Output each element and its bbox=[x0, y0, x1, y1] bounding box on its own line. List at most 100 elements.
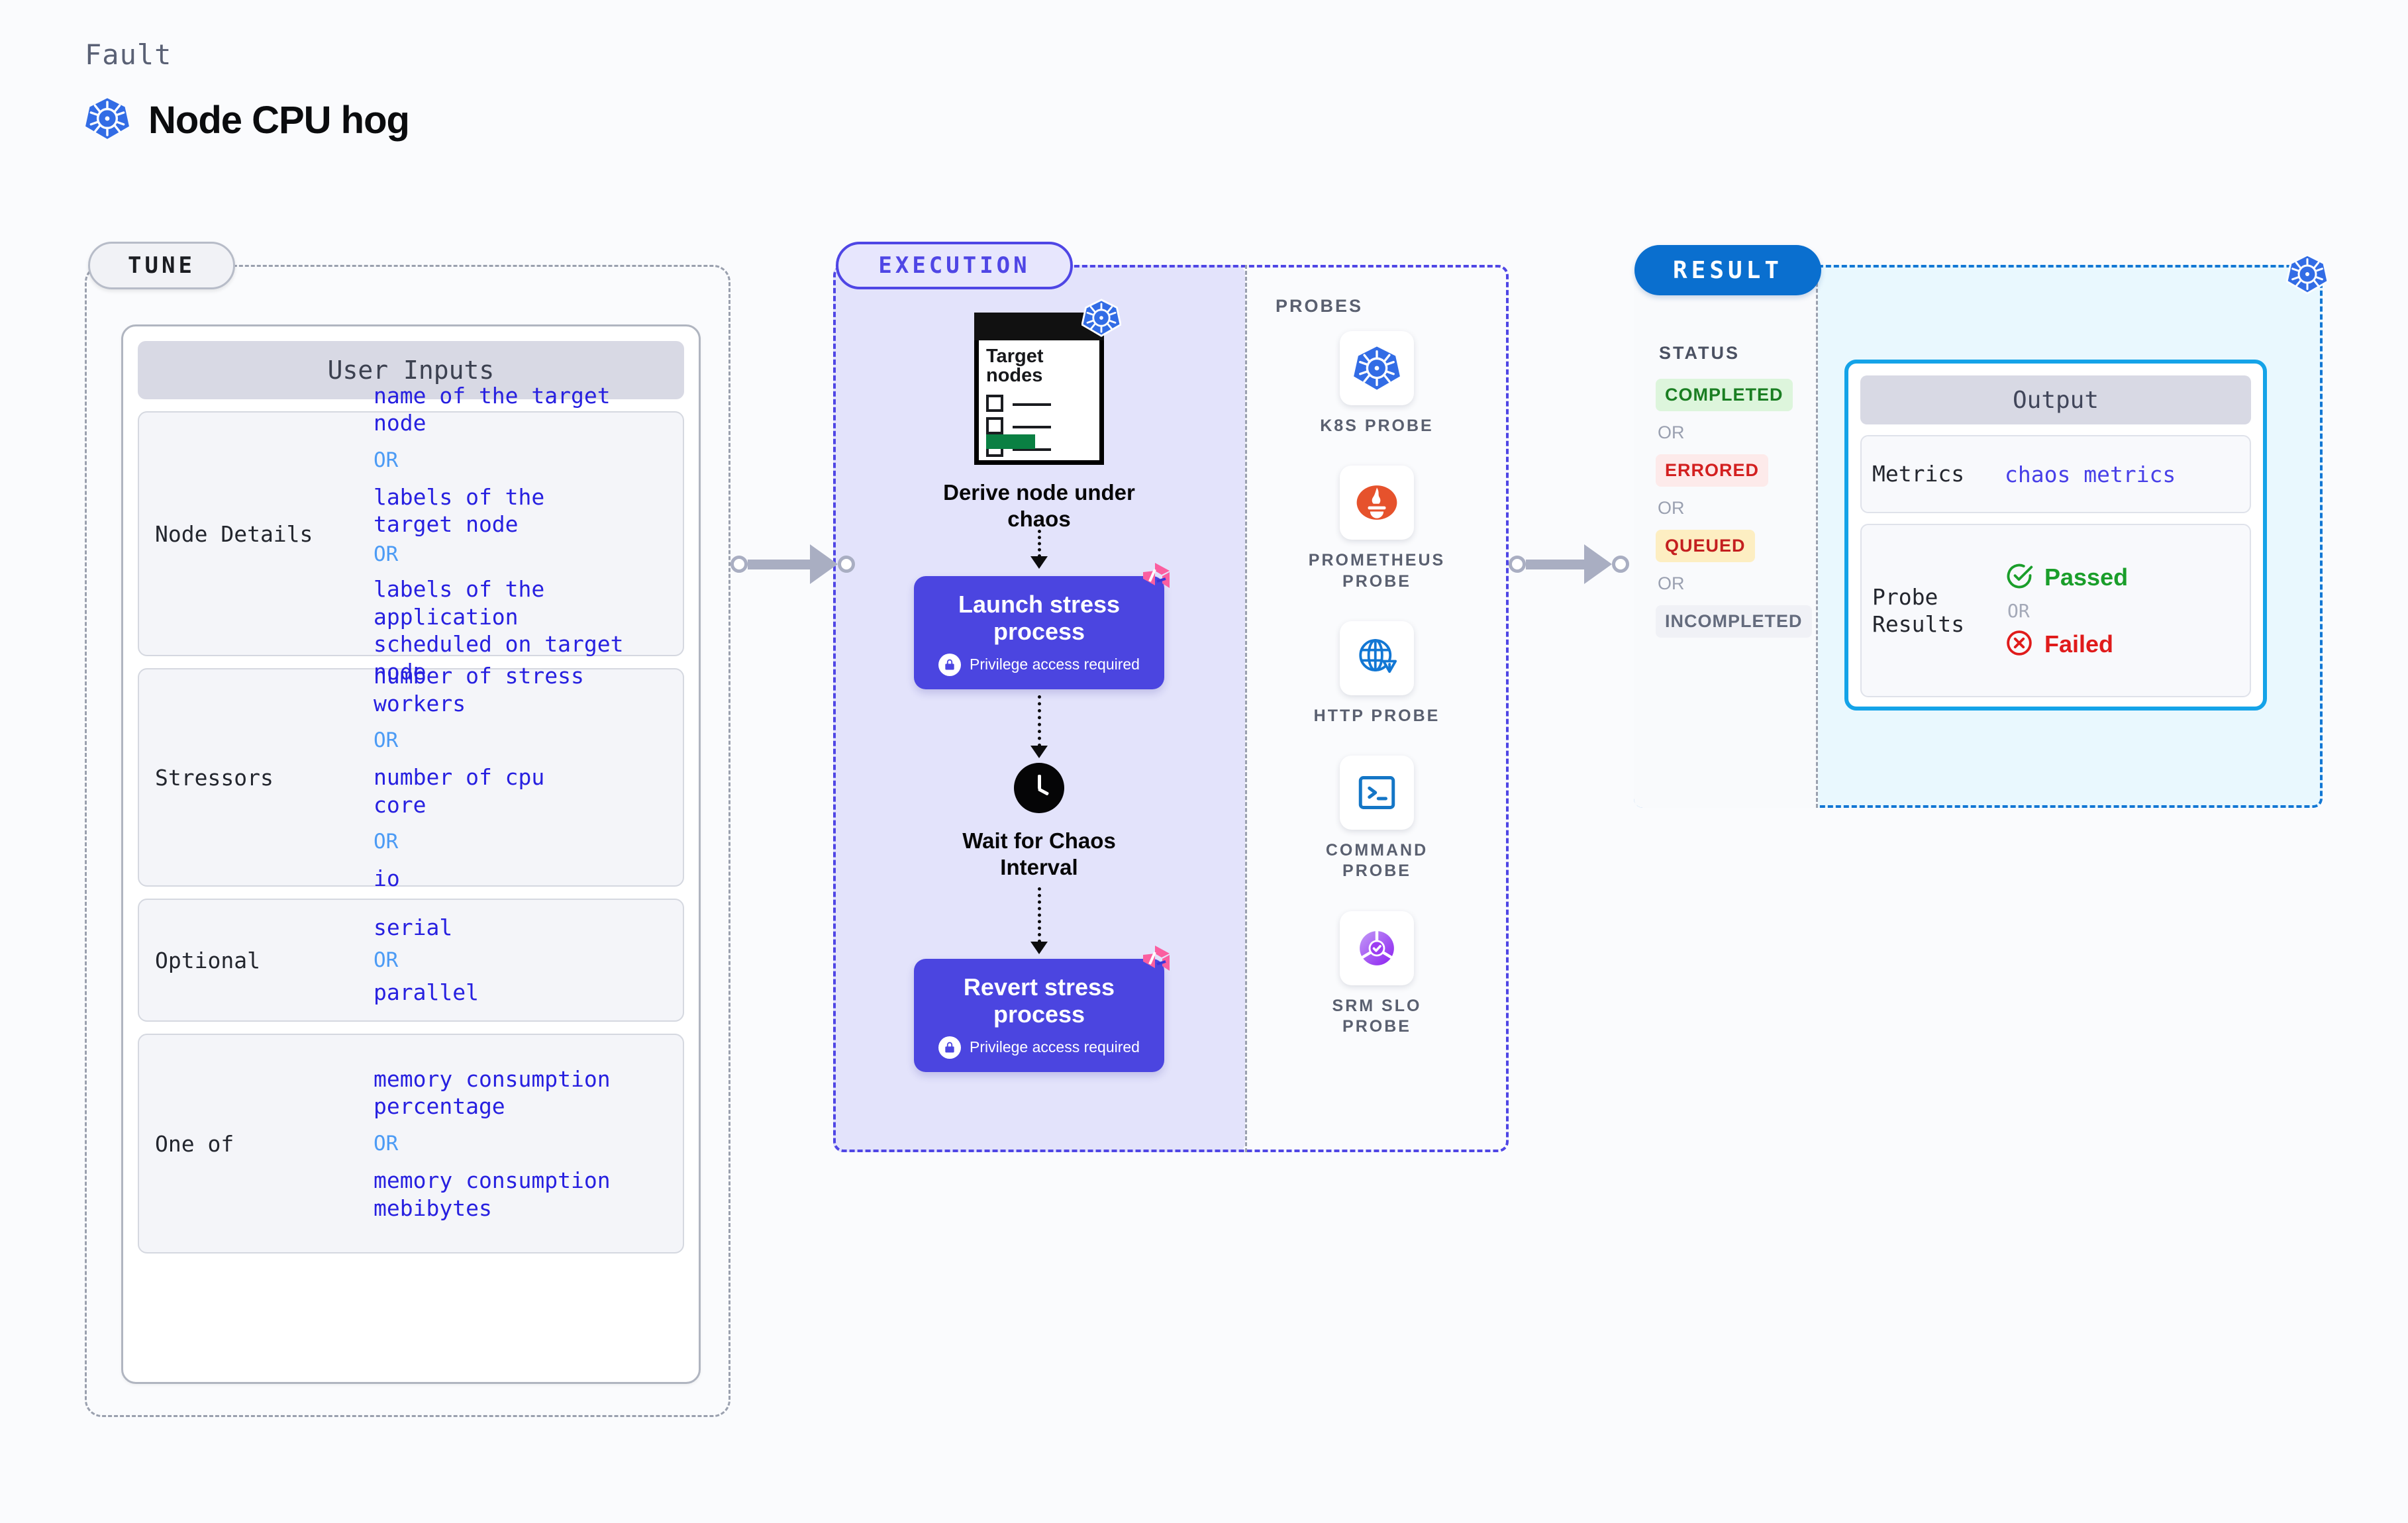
connector-bar bbox=[1526, 559, 1585, 569]
metrics-link[interactable]: chaos metrics bbox=[2005, 461, 2176, 487]
flow-arrow bbox=[833, 530, 1245, 569]
connector-dot bbox=[730, 556, 748, 573]
probe-command[interactable]: COMMAND PROBE bbox=[1326, 756, 1428, 882]
user-input-row: Optional serial OR parallel bbox=[138, 899, 684, 1022]
probe-result-separator: OR bbox=[2007, 599, 2030, 622]
probe-label: SRM SLO PROBE bbox=[1332, 996, 1422, 1036]
row-value: number of stress workers bbox=[374, 663, 584, 716]
probe-label: K8S PROBE bbox=[1320, 417, 1434, 435]
status-badge: COMPLETED bbox=[1656, 379, 1793, 411]
flow-step-derive-node: Target nodes Derive node under chaos bbox=[833, 299, 1245, 533]
row-label: One of bbox=[155, 1130, 234, 1157]
lock-icon bbox=[938, 1036, 962, 1059]
row-value: serial bbox=[374, 914, 453, 941]
status-separator: OR bbox=[1658, 498, 1685, 518]
row-value: name of the target node bbox=[374, 382, 611, 436]
lock-icon bbox=[938, 653, 962, 676]
probes-list: K8S PROBE PROMETHEUS PROBE HTTP PROBE bbox=[1245, 331, 1509, 1037]
row-value: parallel bbox=[374, 979, 479, 1005]
row-label: Stressors bbox=[155, 764, 274, 791]
globe-warning-icon bbox=[1339, 620, 1414, 695]
flow-step-wait-interval: Wait for Chaos Interval bbox=[833, 763, 1245, 881]
flow-arrow bbox=[833, 695, 1245, 758]
fault-title-row: Node CPU hog bbox=[85, 96, 410, 144]
node-note: Privilege access required bbox=[970, 1038, 1140, 1056]
row-separator: OR bbox=[374, 948, 399, 972]
litmus-icon bbox=[1135, 562, 1175, 603]
kubernetes-icon bbox=[1339, 331, 1414, 405]
status-list: COMPLETED OR ERRORED OR QUEUED OR INCOMP… bbox=[1656, 379, 1812, 638]
probe-label: HTTP PROBE bbox=[1313, 706, 1440, 725]
doc-title: Target nodes bbox=[986, 346, 1044, 386]
probe-result-passed: Passed bbox=[2005, 562, 2239, 593]
probe-label: COMMAND PROBE bbox=[1325, 841, 1429, 881]
row-label: Node Details bbox=[155, 520, 313, 547]
row-label: Metrics bbox=[1872, 461, 1965, 487]
passed-label: Passed bbox=[2044, 563, 2129, 591]
status-badge: QUEUED bbox=[1656, 530, 1755, 562]
row-value: number of cpu core bbox=[374, 764, 545, 818]
status-badge: INCOMPLETED bbox=[1656, 605, 1812, 638]
output-row-probe-results: Probe Results Passed OR Failed bbox=[1860, 524, 2251, 697]
litmus-icon bbox=[1135, 944, 1175, 985]
output-header: Output bbox=[1860, 375, 2251, 424]
clock-icon bbox=[1014, 763, 1064, 813]
page-header: Fault Node CPU hog bbox=[85, 38, 410, 144]
connector-arrow bbox=[810, 544, 838, 584]
check-circle-icon bbox=[2005, 562, 2034, 593]
connector-tune-to-execution bbox=[730, 544, 855, 584]
user-input-row: Node Details name of the target node OR … bbox=[138, 383, 684, 685]
probe-k8s[interactable]: K8S PROBE bbox=[1320, 331, 1433, 436]
launch-stress-process-node[interactable]: Launch stress process Privilege access r… bbox=[914, 563, 1170, 689]
page-title: Node CPU hog bbox=[148, 98, 410, 142]
user-input-row: Stressors number of stress workers OR nu… bbox=[138, 663, 684, 891]
connector-bar bbox=[748, 559, 811, 569]
probes-title: PROBES bbox=[1276, 296, 1364, 316]
row-label: Probe Results bbox=[1872, 583, 1965, 637]
execution-badge: EXECUTION bbox=[836, 242, 1073, 289]
user-input-row: One of memory consumption percentage OR … bbox=[138, 1034, 684, 1253]
row-separator: OR bbox=[374, 830, 399, 854]
row-value: labels of the application scheduled on t… bbox=[374, 576, 624, 685]
tune-badge: TUNE bbox=[88, 242, 235, 289]
node-title: Launch stress process bbox=[958, 591, 1121, 646]
probe-srm-slo[interactable]: SRM SLO PROBE bbox=[1332, 910, 1422, 1038]
status-separator: OR bbox=[1658, 573, 1685, 593]
execution-probes-divider bbox=[1245, 265, 1247, 1152]
output-card: Output Metrics chaos metrics Probe Resul… bbox=[1844, 360, 2267, 711]
slo-gauge-icon bbox=[1340, 910, 1414, 985]
user-inputs-card: User Inputs Node Details name of the tar… bbox=[121, 324, 701, 1384]
terminal-icon bbox=[1339, 756, 1414, 830]
row-value: memory consumption mebibytes bbox=[374, 1167, 611, 1221]
connector-dot bbox=[838, 556, 855, 573]
node-title: Revert stress process bbox=[963, 973, 1115, 1028]
connector-dot bbox=[1612, 556, 1629, 573]
tune-panel bbox=[85, 265, 730, 1417]
row-value: memory consumption percentage bbox=[374, 1065, 611, 1120]
fault-kicker: Fault bbox=[85, 38, 172, 71]
kubernetes-icon bbox=[85, 96, 130, 144]
prometheus-icon bbox=[1340, 466, 1414, 540]
failed-label: Failed bbox=[2044, 630, 2114, 658]
execution-flow: Target nodes Derive node under chaos bbox=[833, 265, 1245, 1152]
probe-label: PROMETHEUS PROBE bbox=[1308, 551, 1446, 591]
step-caption: Wait for Chaos Interval bbox=[962, 828, 1116, 880]
probe-prometheus[interactable]: PROMETHEUS PROBE bbox=[1309, 466, 1445, 592]
step-caption: Derive node under chaos bbox=[943, 480, 1135, 532]
kubernetes-icon bbox=[1081, 298, 1122, 340]
row-separator: OR bbox=[374, 542, 399, 566]
status-title: STATUS bbox=[1659, 343, 1740, 363]
connector-arrow bbox=[1584, 544, 1612, 584]
result-badge: RESULT bbox=[1634, 245, 1821, 295]
row-value: io bbox=[374, 865, 400, 892]
row-label: Optional bbox=[155, 947, 260, 973]
x-circle-icon bbox=[2005, 628, 2034, 660]
status-badge: ERRORED bbox=[1656, 454, 1769, 487]
row-separator: OR bbox=[374, 1132, 399, 1155]
flow-step-launch-stress: Launch stress process Privilege access r… bbox=[833, 563, 1245, 689]
status-separator: OR bbox=[1658, 422, 1685, 442]
row-separator: OR bbox=[374, 448, 399, 472]
flow-arrow bbox=[833, 887, 1245, 954]
probe-http[interactable]: HTTP PROBE bbox=[1313, 620, 1440, 726]
revert-stress-process-node[interactable]: Revert stress process Privilege access r… bbox=[914, 946, 1170, 1072]
